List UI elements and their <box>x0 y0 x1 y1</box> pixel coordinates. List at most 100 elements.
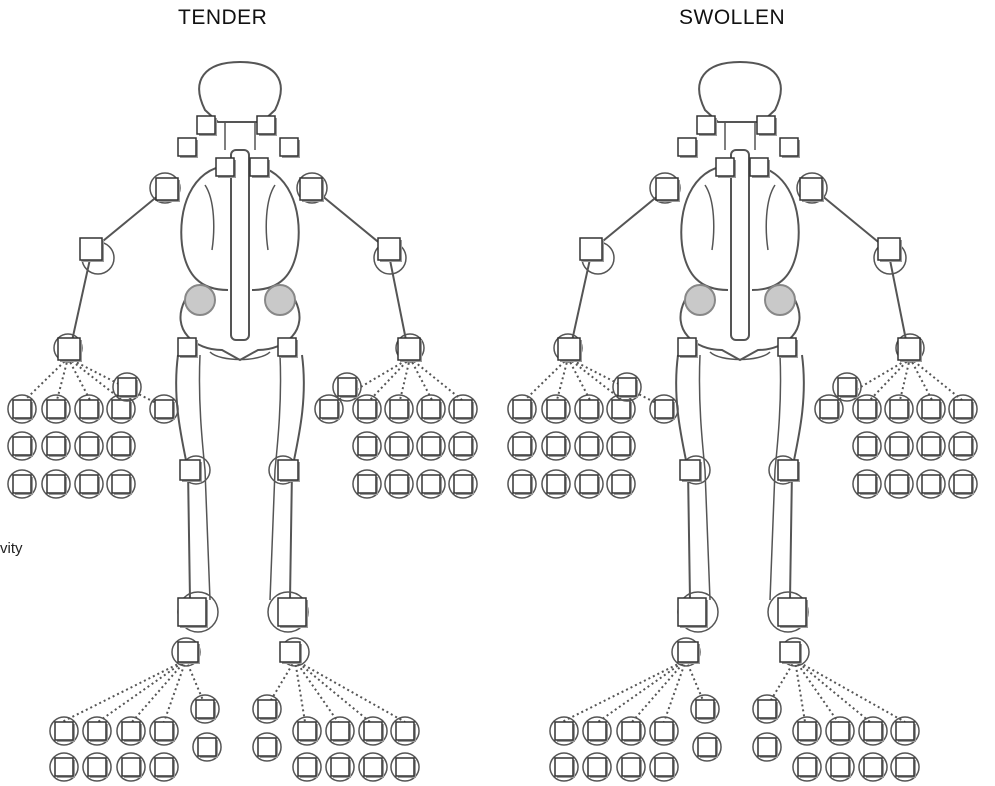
acromio-right-checkbox[interactable] <box>215 157 235 177</box>
ankle-right-checkbox[interactable] <box>677 597 707 627</box>
foot-right-r1c1-checkbox[interactable] <box>587 757 607 777</box>
hand-right-r0c0-checkbox[interactable] <box>512 399 532 419</box>
shoulder-left-checkbox[interactable] <box>799 177 823 201</box>
foot-left-r1c2-checkbox[interactable] <box>363 757 383 777</box>
hand-right-r0c0-checkbox[interactable] <box>12 399 32 419</box>
jaw-right-checkbox[interactable] <box>196 115 216 135</box>
foot-left-r1c1-checkbox[interactable] <box>830 757 850 777</box>
hand-left-r0c0-checkbox[interactable] <box>857 399 877 419</box>
sternoclavicular-left-checkbox[interactable] <box>779 137 799 157</box>
hand-left-r2c3-checkbox[interactable] <box>453 474 473 494</box>
hand-left-r2c3-checkbox[interactable] <box>953 474 973 494</box>
hand-right-r1c0-checkbox[interactable] <box>12 436 32 456</box>
hand-right-r0c2-checkbox[interactable] <box>579 399 599 419</box>
jaw-left-checkbox[interactable] <box>756 115 776 135</box>
wrist-right-checkbox[interactable] <box>57 337 81 361</box>
shoulder-left-checkbox[interactable] <box>299 177 323 201</box>
big-toe-right-mtp-checkbox[interactable] <box>197 737 217 757</box>
hand-left-r2c0-checkbox[interactable] <box>857 474 877 494</box>
hand-left-r0c3-checkbox[interactable] <box>953 399 973 419</box>
foot-right-r0c1-checkbox[interactable] <box>87 721 107 741</box>
sternoclavicular-right-checkbox[interactable] <box>677 137 697 157</box>
big-toe-right-ip-checkbox[interactable] <box>195 699 215 719</box>
thumb-right-ip-checkbox[interactable] <box>117 377 137 397</box>
hand-left-r1c1-checkbox[interactable] <box>389 436 409 456</box>
foot-right-r0c2-checkbox[interactable] <box>121 721 141 741</box>
foot-left-r1c3-checkbox[interactable] <box>895 757 915 777</box>
foot-left-r0c3-checkbox[interactable] <box>395 721 415 741</box>
ankle-left-checkbox[interactable] <box>777 597 807 627</box>
hand-right-r1c2-checkbox[interactable] <box>79 436 99 456</box>
sternoclavicular-right-checkbox[interactable] <box>177 137 197 157</box>
hip-right-checkbox[interactable] <box>677 337 697 357</box>
hand-left-r0c2-checkbox[interactable] <box>921 399 941 419</box>
foot-left-r1c2-checkbox[interactable] <box>863 757 883 777</box>
acromio-left-checkbox[interactable] <box>249 157 269 177</box>
hand-left-r2c2-checkbox[interactable] <box>421 474 441 494</box>
hip-right-checkbox[interactable] <box>177 337 197 357</box>
hand-left-r1c3-checkbox[interactable] <box>453 436 473 456</box>
hand-right-r2c3-checkbox[interactable] <box>111 474 131 494</box>
sternoclavicular-left-checkbox[interactable] <box>279 137 299 157</box>
hand-right-r2c3-checkbox[interactable] <box>611 474 631 494</box>
foot-left-r0c3-checkbox[interactable] <box>895 721 915 741</box>
foot-right-r0c3-checkbox[interactable] <box>654 721 674 741</box>
wrist-left-checkbox[interactable] <box>897 337 921 361</box>
hand-left-r0c3-checkbox[interactable] <box>453 399 473 419</box>
hand-right-r1c3-checkbox[interactable] <box>611 436 631 456</box>
foot-left-r0c1-checkbox[interactable] <box>830 721 850 741</box>
elbow-right-checkbox[interactable] <box>79 237 103 261</box>
foot-left-r0c0-checkbox[interactable] <box>797 721 817 741</box>
big-toe-left-ip-checkbox[interactable] <box>757 699 777 719</box>
hand-right-r0c1-checkbox[interactable] <box>46 399 66 419</box>
hand-left-r2c1-checkbox[interactable] <box>389 474 409 494</box>
foot-right-r1c3-checkbox[interactable] <box>154 757 174 777</box>
thumb-right-mcp-checkbox[interactable] <box>154 399 174 419</box>
hand-right-r2c0-checkbox[interactable] <box>12 474 32 494</box>
thumb-left-mcp-checkbox[interactable] <box>819 399 839 419</box>
foot-right-r0c0-checkbox[interactable] <box>54 721 74 741</box>
acromio-right-checkbox[interactable] <box>715 157 735 177</box>
foot-left-checkbox[interactable] <box>779 641 801 663</box>
hand-right-r2c1-checkbox[interactable] <box>546 474 566 494</box>
thumb-right-mcp-checkbox[interactable] <box>654 399 674 419</box>
foot-left-r0c2-checkbox[interactable] <box>363 721 383 741</box>
big-toe-left-ip-checkbox[interactable] <box>257 699 277 719</box>
foot-left-r1c0-checkbox[interactable] <box>297 757 317 777</box>
hand-left-r1c1-checkbox[interactable] <box>889 436 909 456</box>
foot-right-r1c2-checkbox[interactable] <box>121 757 141 777</box>
knee-left-checkbox[interactable] <box>277 459 299 481</box>
hand-left-r1c2-checkbox[interactable] <box>421 436 441 456</box>
thumb-left-ip-checkbox[interactable] <box>337 377 357 397</box>
ankle-left-checkbox[interactable] <box>277 597 307 627</box>
foot-right-r1c0-checkbox[interactable] <box>54 757 74 777</box>
hip-left-checkbox[interactable] <box>277 337 297 357</box>
hand-left-r2c0-checkbox[interactable] <box>357 474 377 494</box>
hand-left-r0c0-checkbox[interactable] <box>357 399 377 419</box>
wrist-left-checkbox[interactable] <box>397 337 421 361</box>
hand-left-r1c0-checkbox[interactable] <box>857 436 877 456</box>
hand-right-r2c1-checkbox[interactable] <box>46 474 66 494</box>
hand-left-r1c3-checkbox[interactable] <box>953 436 973 456</box>
foot-right-r0c1-checkbox[interactable] <box>587 721 607 741</box>
hand-right-r1c2-checkbox[interactable] <box>579 436 599 456</box>
elbow-left-checkbox[interactable] <box>377 237 401 261</box>
big-toe-right-ip-checkbox[interactable] <box>695 699 715 719</box>
foot-right-r0c2-checkbox[interactable] <box>621 721 641 741</box>
big-toe-left-mtp-checkbox[interactable] <box>757 737 777 757</box>
foot-right-r1c0-checkbox[interactable] <box>554 757 574 777</box>
foot-right-checkbox[interactable] <box>677 641 699 663</box>
thumb-left-mcp-checkbox[interactable] <box>319 399 339 419</box>
hand-right-r0c3-checkbox[interactable] <box>611 399 631 419</box>
wrist-right-checkbox[interactable] <box>557 337 581 361</box>
hand-left-r1c2-checkbox[interactable] <box>921 436 941 456</box>
elbow-left-checkbox[interactable] <box>877 237 901 261</box>
hand-right-r0c1-checkbox[interactable] <box>546 399 566 419</box>
hand-left-r2c2-checkbox[interactable] <box>921 474 941 494</box>
foot-right-checkbox[interactable] <box>177 641 199 663</box>
foot-left-checkbox[interactable] <box>279 641 301 663</box>
hand-left-r1c0-checkbox[interactable] <box>357 436 377 456</box>
hand-right-r2c2-checkbox[interactable] <box>79 474 99 494</box>
foot-left-r0c0-checkbox[interactable] <box>297 721 317 741</box>
knee-right-checkbox[interactable] <box>179 459 201 481</box>
